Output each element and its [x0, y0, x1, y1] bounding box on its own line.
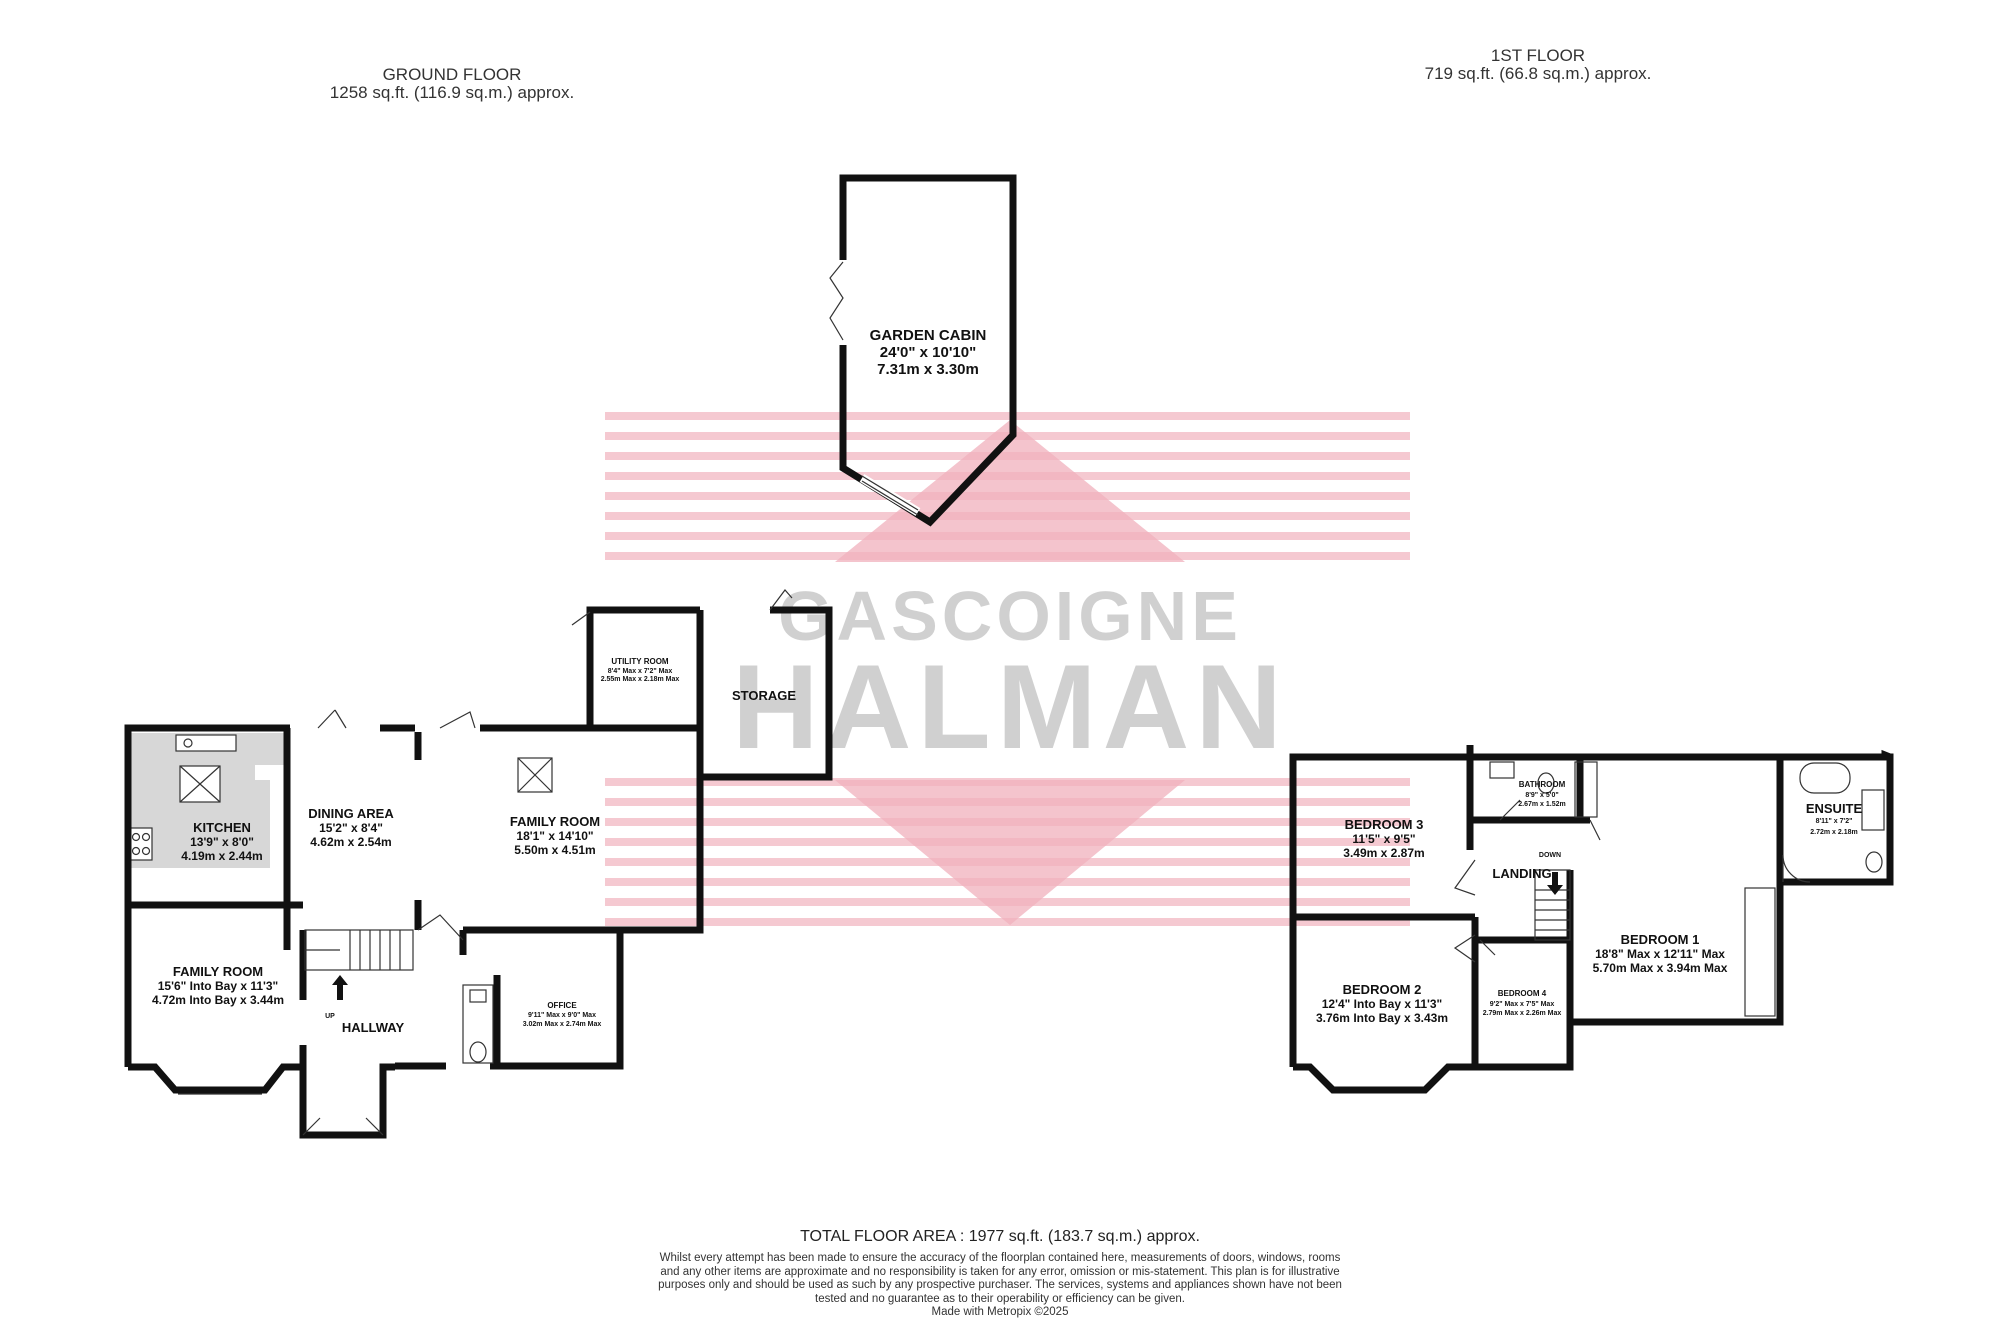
kitchen-name: KITCHEN — [193, 820, 251, 835]
watermark-roof-shape — [835, 420, 1185, 562]
bedroom3-name: BEDROOM 3 — [1345, 817, 1424, 832]
first-staircase — [1534, 869, 1571, 941]
bedroom2-name: BEDROOM 2 — [1343, 982, 1422, 997]
ground-floor-title: GROUND FLOOR — [383, 65, 522, 84]
ground-floor-plan: KITCHEN 13'9" x 8'0" 4.19m x 2.44m DININ… — [124, 589, 833, 1139]
kitchen-imperial: 13'9" x 8'0" — [190, 835, 254, 849]
total-floor-area: TOTAL FLOOR AREA : 1977 sq.ft. (183.7 sq… — [800, 1228, 1200, 1245]
kitchen-sink — [175, 734, 237, 752]
first-floor-title: 1ST FLOOR — [1491, 46, 1585, 65]
family-front-metric: 4.72m Into Bay x 3.44m — [152, 993, 284, 1007]
utility-metric: 2.55m Max x 2.18m Max — [601, 676, 680, 683]
stair-down-arrow — [1547, 872, 1563, 895]
dining-imperial: 15'2" x 8'4" — [319, 821, 383, 835]
garden-cabin-name: GARDEN CABIN — [870, 327, 987, 344]
ground-staircase — [304, 929, 414, 1000]
bedroom4-name: BEDROOM 4 — [1498, 989, 1547, 998]
first-floor-area: 719 sq.ft. (66.8 sq.m.) approx. — [1425, 64, 1652, 83]
ensuite-imperial: 8'11" x 7'2" — [1816, 818, 1853, 825]
kitchen-hob — [129, 827, 153, 861]
garden-cabin-imperial: 24'0" x 10'10" — [880, 344, 976, 361]
ground-wc — [462, 984, 494, 1064]
family-large-name: FAMILY ROOM — [510, 814, 600, 829]
office-name: OFFICE — [547, 1001, 577, 1010]
cabin-bifold-door — [829, 261, 844, 341]
bathroom-fixtures — [1489, 761, 1598, 818]
cabin-window-gap — [859, 474, 921, 516]
family-door-swing — [439, 711, 476, 729]
hallway-stair-label: UP — [325, 1013, 335, 1020]
hall-door-swing — [417, 914, 464, 941]
metropix-credit: Made with Metropix ©2025 — [931, 1306, 1069, 1318]
dining-metric: 4.62m x 2.54m — [310, 835, 391, 849]
landing-stair-label: DOWN — [1539, 852, 1561, 859]
family-large-imperial: 18'1" x 14'10" — [516, 829, 593, 843]
bathroom-name: BATHROOM — [1519, 780, 1566, 789]
bedroom1-imperial: 18'8" Max x 12'11" Max — [1595, 947, 1725, 961]
ground-floor-area: 1258 sq.ft. (116.9 sq.m.) approx. — [330, 83, 574, 102]
front-door-swing — [302, 1117, 384, 1136]
disclaimer: Whilst every attempt has been made to en… — [658, 1252, 1342, 1305]
bedroom2-imperial: 12'4" Into Bay x 11'3" — [1322, 997, 1442, 1011]
garden-cabin: GARDEN CABIN 24'0" x 10'10" 7.31m x 3.30… — [829, 174, 1017, 527]
bedroom1-name: BEDROOM 1 — [1621, 932, 1700, 947]
dining-door-swing — [317, 709, 347, 729]
bedroom3-door-swing — [1454, 859, 1476, 896]
bedroom3-imperial: 11'5" x 9'5" — [1352, 832, 1415, 846]
landing-name: LANDING — [1492, 866, 1551, 881]
bedroom2-metric: 3.76m Into Bay x 3.43m — [1316, 1011, 1448, 1025]
watermark-line1: GASCOIGNE — [778, 577, 1242, 655]
utility-door-swing — [571, 611, 591, 626]
bedroom4-metric: 2.79m Max x 2.26m Max — [1483, 1010, 1562, 1017]
watermark-line2: HALMAN — [732, 640, 1288, 774]
first-floor-plan: BEDROOM 3 11'5" x 9'5" 3.49m x 2.87m BAT… — [1289, 745, 1894, 1094]
bedroom4-door-swing — [1479, 939, 1496, 956]
bathroom-door-swing — [1499, 799, 1601, 841]
family-room-skylight — [517, 757, 553, 793]
office-metric: 3.02m Max x 2.74m Max — [523, 1021, 602, 1028]
watermark: GASCOIGNE HALMAN — [605, 412, 1410, 926]
bathroom-metric: 2.67m x 1.52m — [1518, 801, 1565, 808]
kitchen-metric: 4.19m x 2.44m — [181, 849, 262, 863]
bathroom-imperial: 8'9" x 5'0" — [1525, 792, 1558, 799]
ensuite-name: ENSUITE — [1806, 801, 1863, 816]
ensuite-metric: 2.72m x 2.18m — [1810, 829, 1857, 836]
garden-cabin-metric: 7.31m x 3.30m — [877, 361, 979, 378]
storage-name: STORAGE — [732, 688, 796, 703]
bedroom4-imperial: 9'2" Max x 7'5" Max — [1490, 1001, 1555, 1008]
dining-name: DINING AREA — [308, 806, 394, 821]
bedroom2-door-swing — [1453, 934, 1476, 963]
storage-door-swing — [769, 589, 793, 611]
bedroom3-metric: 3.49m x 2.87m — [1343, 846, 1424, 860]
office-imperial: 9'11" Max x 9'0" Max — [528, 1012, 596, 1019]
utility-name: UTILITY ROOM — [611, 657, 669, 666]
family-front-imperial: 15'6" Into Bay x 11'3" — [158, 979, 278, 993]
ensuite-fixtures — [1782, 762, 1885, 883]
stair-up-arrow — [332, 975, 348, 1000]
watermark-base-shape — [835, 780, 1185, 925]
bedroom1-wardrobe — [1744, 887, 1776, 1017]
utility-imperial: 8'4" Max x 7'2" Max — [608, 668, 673, 675]
bedroom1-metric: 5.70m Max x 3.94m Max — [1593, 961, 1728, 975]
hallway-name: HALLWAY — [342, 1020, 405, 1035]
family-front-name: FAMILY ROOM — [173, 964, 263, 979]
footer: TOTAL FLOOR AREA : 1977 sq.ft. (183.7 sq… — [560, 1228, 1440, 1318]
family-large-metric: 5.50m x 4.51m — [514, 843, 595, 857]
